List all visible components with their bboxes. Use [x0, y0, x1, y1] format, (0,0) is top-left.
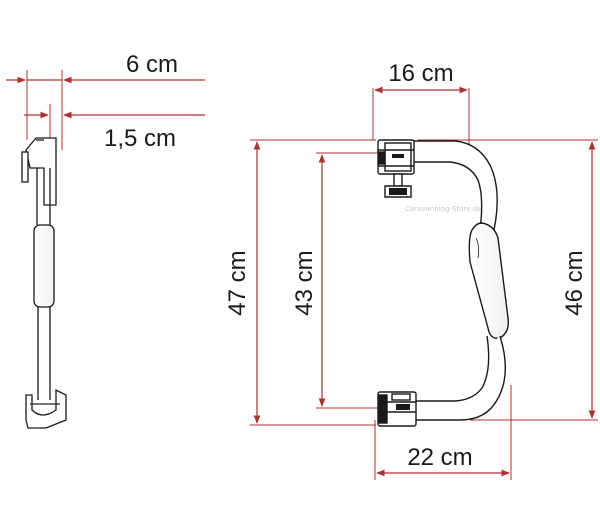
side-handle-drawing: [21, 137, 67, 429]
dimension-bottom-span: 22 cm: [374, 385, 512, 480]
label-side-width: 6 cm: [126, 51, 178, 78]
front-handle-drawing: [377, 139, 510, 427]
label-right-height: 46 cm: [561, 250, 588, 315]
label-bottom-span: 22 cm: [407, 444, 472, 471]
label-outer-height: 47 cm: [224, 250, 251, 315]
dimension-right-height: 46 cm: [418, 139, 598, 421]
label-top-span: 16 cm: [388, 60, 453, 87]
front-view: 16 cm 22 cm 47 cm 43 cm: [224, 60, 598, 480]
dimension-outer-height: 47 cm: [224, 139, 376, 426]
label-inner-height: 43 cm: [291, 250, 318, 315]
dimension-inner-height: 43 cm: [291, 152, 378, 409]
label-side-tube: 1,5 cm: [104, 125, 176, 152]
dimension-side-width: 6 cm: [6, 51, 205, 150]
watermark: Caravanning-Store.de: [405, 205, 481, 213]
dimension-side-tube: 1,5 cm: [24, 104, 205, 152]
side-view: 6 cm 1,5 cm: [6, 51, 205, 429]
